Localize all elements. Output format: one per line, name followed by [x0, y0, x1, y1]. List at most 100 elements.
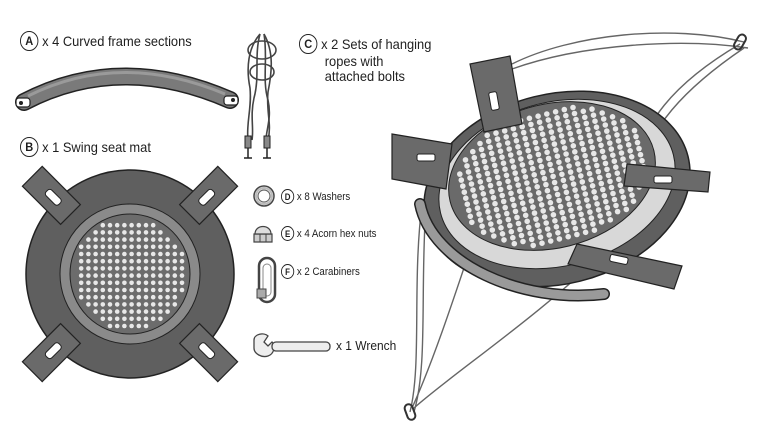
perforation-hole: [114, 280, 120, 286]
perforation-hole: [543, 181, 549, 188]
perforation-hole: [592, 118, 598, 124]
perforation-hole: [569, 213, 576, 220]
perforation-hole: [637, 151, 644, 158]
perforation-hole: [509, 158, 515, 164]
perforation-hole: [78, 266, 84, 271]
perforation-hole: [607, 140, 613, 146]
washer-icon: [253, 185, 275, 207]
perforation-hole: [570, 181, 577, 187]
perforation-hole: [458, 177, 465, 183]
perforation-hole: [490, 194, 497, 201]
perforation-hole: [554, 191, 561, 198]
part-e-text: x 4 Acorn hex nuts: [296, 227, 377, 240]
perforation-hole: [179, 273, 185, 278]
perforation-hole: [150, 294, 156, 300]
perforation-hole: [480, 152, 486, 159]
perforation-hole: [158, 266, 163, 271]
perforation-hole: [143, 287, 149, 293]
perforation-hole: [470, 148, 476, 155]
perforation-hole: [143, 222, 149, 228]
perforation-hole: [93, 294, 98, 300]
perforation-hole: [537, 234, 544, 240]
perforation-hole: [559, 209, 565, 216]
perforation-hole: [570, 104, 576, 111]
perforation-hole: [501, 128, 508, 134]
perforation-hole: [86, 266, 91, 271]
part-d-text: x 8 Washers: [296, 190, 351, 203]
perforation-hole: [114, 316, 120, 322]
perforation-hole: [554, 153, 561, 159]
perforation-hole: [460, 183, 466, 189]
perforation-hole: [553, 185, 559, 192]
perforation-hole: [129, 222, 134, 228]
perforation-hole: [172, 273, 178, 278]
part-b-label: B x 1 Swing seat mat: [20, 137, 151, 157]
perforation-hole: [589, 106, 595, 112]
perforation-hole: [585, 203, 592, 209]
perforation-hole: [158, 237, 163, 242]
perforation-hole: [150, 280, 156, 286]
perforation-hole: [599, 148, 606, 155]
perforation-hole: [581, 185, 587, 191]
part-c-text: x 2 Sets of hanging: [321, 35, 432, 52]
perforation-hole: [473, 160, 479, 167]
perforation-hole: [608, 184, 615, 191]
perforation-hole: [551, 141, 558, 147]
perforation-hole: [158, 244, 163, 250]
perforation-hole: [93, 280, 98, 286]
perforation-hole: [634, 139, 641, 146]
perforation-hole: [514, 214, 520, 221]
part-f-label: F x 2 Carabiners: [281, 264, 360, 279]
perforation-hole: [158, 258, 163, 264]
perforation-hole: [114, 244, 120, 250]
part-d-badge: D: [281, 189, 295, 204]
perforation-hole: [504, 210, 510, 217]
perforation-hole: [560, 215, 567, 222]
perforation-hole: [114, 294, 120, 300]
perforation-hole: [476, 173, 482, 179]
perforation-hole: [589, 183, 596, 189]
perforation-hole: [122, 280, 127, 286]
perforation-hole: [465, 169, 472, 175]
perforation-hole: [520, 238, 526, 245]
perforation-hole: [471, 154, 478, 161]
perforation-hole: [544, 149, 550, 156]
perforation-hole: [596, 136, 603, 143]
perforation-hole: [560, 177, 567, 184]
perforation-hole: [511, 202, 517, 209]
perforation-hole: [107, 294, 113, 300]
perforation-hole: [172, 302, 178, 307]
perforation-hole: [607, 178, 613, 185]
perforation-hole: [493, 206, 500, 213]
perforation-hole: [526, 115, 533, 122]
perforation-hole: [129, 251, 134, 257]
part-c-text-3: attached bolts: [324, 68, 405, 84]
perforation-hole: [150, 258, 156, 264]
perforation-hole: [552, 109, 559, 115]
carabiner-icon: [256, 256, 277, 304]
perforation-hole: [122, 244, 127, 250]
perforation-hole: [545, 155, 552, 162]
perforation-hole: [591, 189, 597, 195]
perforation-hole: [107, 251, 113, 257]
perforation-hole: [573, 155, 580, 161]
perforation-hole: [604, 204, 611, 211]
perforation-hole: [150, 273, 156, 278]
perforation-hole: [165, 273, 170, 278]
perforation-hole: [601, 192, 608, 199]
perforation-hole: [136, 294, 142, 300]
perforation-hole: [603, 198, 609, 205]
perforation-hole: [165, 302, 170, 307]
perforation-hole: [528, 159, 534, 166]
perforation-hole: [494, 174, 501, 181]
part-b-badge: B: [20, 137, 39, 157]
perforation-hole: [107, 280, 113, 286]
perforation-hole: [550, 212, 557, 218]
perforation-hole: [578, 173, 584, 179]
perforation-hole: [480, 229, 487, 235]
perforation-hole: [621, 162, 628, 168]
perforation-hole: [510, 125, 517, 132]
perforation-hole: [582, 229, 589, 236]
perforation-hole: [548, 129, 555, 135]
perforation-hole: [639, 157, 645, 164]
